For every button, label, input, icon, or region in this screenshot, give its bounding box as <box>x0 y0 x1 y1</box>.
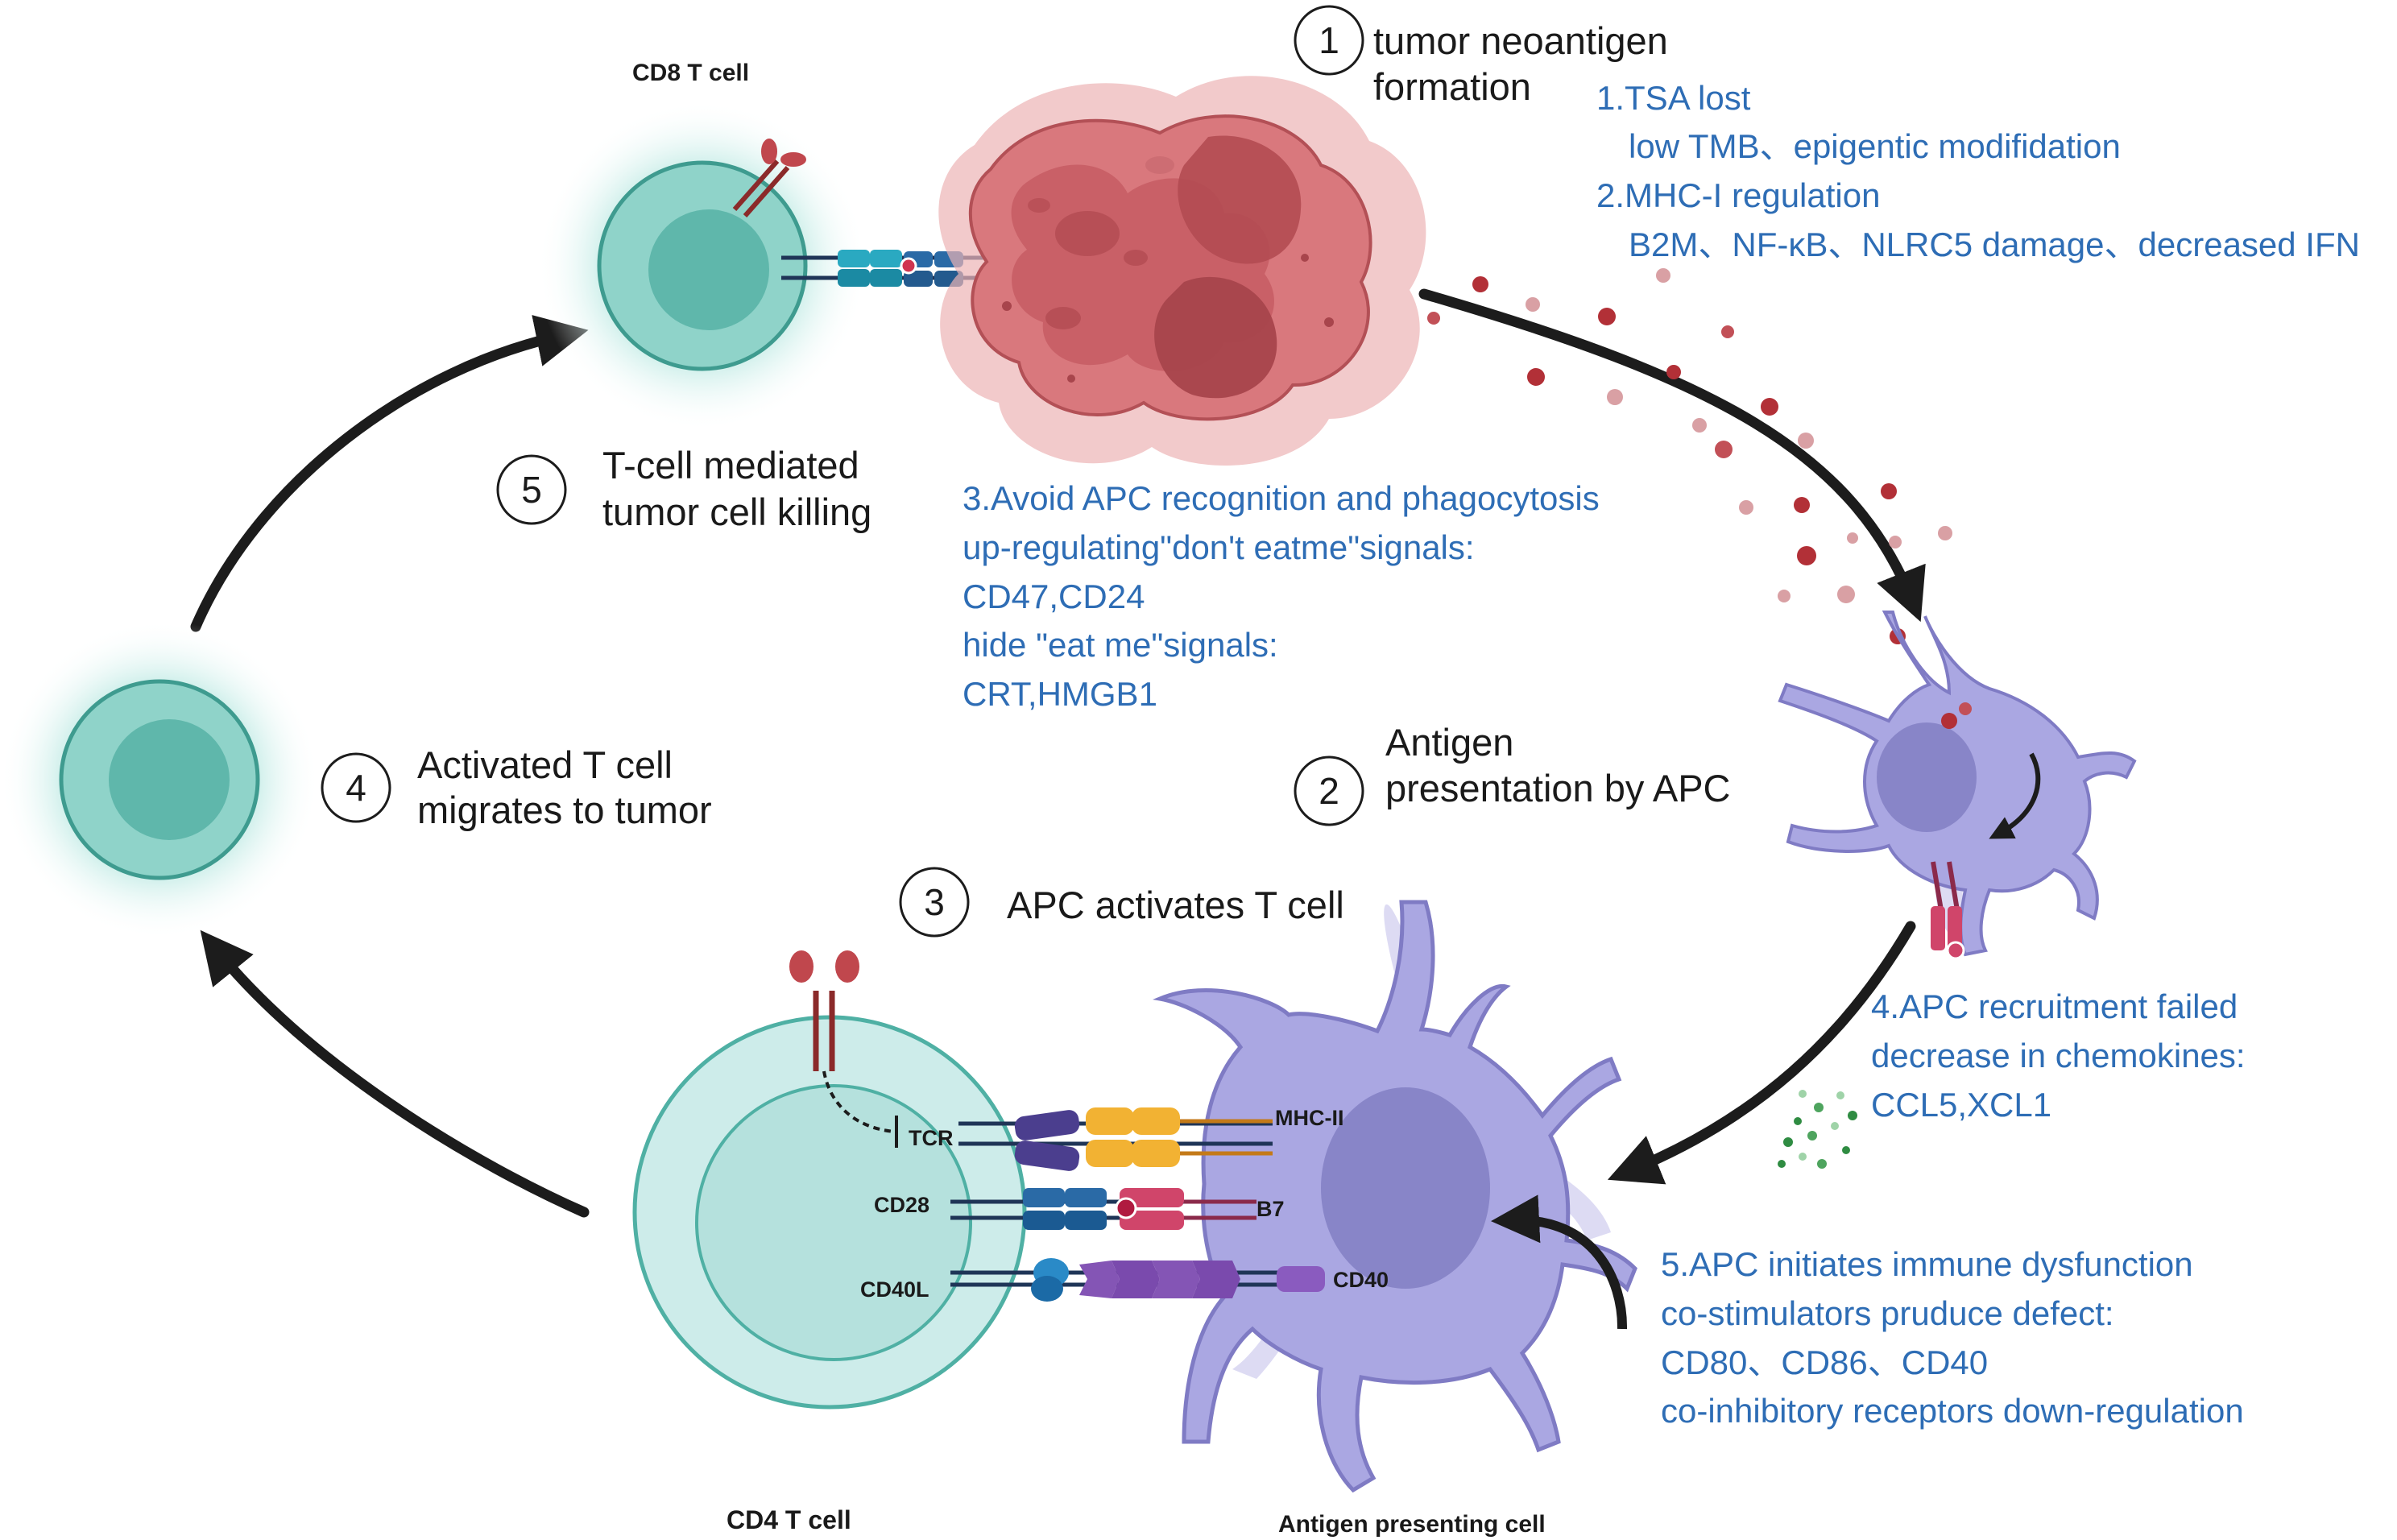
step-5-line2: tumor cell killing <box>602 491 871 533</box>
step-5-number: 5 <box>521 469 542 511</box>
step-4-number: 4 <box>346 767 366 809</box>
note-3-line-4: hide "eat me"signals: <box>963 626 1278 664</box>
note-1-line-1: 1.TSA lost <box>1596 79 1751 117</box>
cd8-t-cell-label: CD8 T cell <box>632 60 749 86</box>
cd28-label: CD28 <box>874 1193 929 1217</box>
step-2-line1: Antigen <box>1385 721 1513 764</box>
cd4-t-cell <box>632 950 1027 1410</box>
cd8-t-cell <box>537 101 999 431</box>
step-2-line2: presentation by APC <box>1385 767 1731 809</box>
step-3-line1: APC activates T cell <box>1007 884 1344 926</box>
arrow-apc-to-cd4 <box>1607 921 1916 1185</box>
note-1-line-2: low TMB、epigentic modifidation <box>1629 127 2121 165</box>
cd40-label: CD40 <box>1333 1268 1389 1292</box>
note-4-line-1: 4.APC recruitment failed <box>1871 987 2238 1025</box>
step-4-line2: migrates to tumor <box>417 789 712 831</box>
note-5-line-1: 5.APC initiates immune dysfunction <box>1661 1245 2193 1283</box>
chemokine-dots <box>1778 1090 1857 1169</box>
step-4-line1: Activated T cell <box>417 743 673 786</box>
activated-t-cell <box>0 620 319 939</box>
cd40l-label: CD40L <box>860 1277 929 1302</box>
step-3-number: 3 <box>924 881 945 923</box>
note-immune-dysfunction: 5.APC initiates immune dysfunction co-st… <box>1661 1245 2244 1430</box>
note-3-line-2: up-regulating"don't eatme"signals: <box>963 528 1475 566</box>
note-5-line-4: co-inhibitory receptors down-regulation <box>1661 1392 2244 1430</box>
note-3-line-5: CRT,HMGB1 <box>963 675 1157 713</box>
note-3-line-3: CD47,CD24 <box>963 578 1145 615</box>
step-3: 3 APC activates T cell <box>899 867 1344 938</box>
immune-synapse-molecules <box>950 1107 1325 1302</box>
antigen-presenting-cell <box>1153 900 1637 1493</box>
dendritic-cell-small <box>1778 611 2137 960</box>
step-2: 2 Antigen presentation by APC <box>1294 721 1731 826</box>
step-1: 1 tumor neoantigen formation <box>1294 5 1668 108</box>
cd4-t-cell-label: CD4 T cell <box>727 1505 851 1534</box>
step-5-line1: T-cell mediated <box>602 444 859 486</box>
arrow-tumor-to-apc <box>1418 288 1926 623</box>
apc-label: Antigen presenting cell <box>1278 1511 1546 1538</box>
note-4-line-3: CCL5,XCL1 <box>1871 1086 2051 1124</box>
note-5-line-3: CD80、CD86、CD40 <box>1661 1343 1988 1381</box>
step-1-line1: tumor neoantigen <box>1373 19 1668 62</box>
tcr-label: TCR <box>909 1126 954 1150</box>
note-3-line-1: 3.Avoid APC recognition and phagocytosis <box>963 479 1600 517</box>
step-1-number: 1 <box>1319 19 1339 61</box>
cycle-arrows <box>190 288 1926 1218</box>
step-5: 5 T-cell mediated tumor cell killing <box>496 444 871 533</box>
arrow-cd4-to-activated <box>200 929 590 1218</box>
note-1-line-3: 2.MHC-I regulation <box>1596 176 1880 214</box>
step-2-number: 2 <box>1319 770 1339 812</box>
mhc2-label: MHC-II <box>1275 1106 1343 1130</box>
step-1-line2: formation <box>1373 65 1531 108</box>
note-avoid-apc-recognition: 3.Avoid APC recognition and phagocytosis… <box>963 479 1600 713</box>
note-1-line-4: B2M、NF-κB、NLRC5 damage、decreased IFN <box>1629 226 2360 263</box>
step-4: 4 Activated T cell migrates to tumor <box>321 743 712 831</box>
note-neoantigen-loss: 1.TSA lost low TMB、epigentic modifidatio… <box>1596 79 2360 263</box>
tumor-cell-cluster <box>938 76 1426 466</box>
note-5-line-2: co-stimulators pruduce defect: <box>1661 1294 2114 1332</box>
note-apc-recruitment: 4.APC recruitment failed decrease in che… <box>1871 987 2246 1124</box>
b7-label: B7 <box>1256 1197 1285 1221</box>
note-4-line-2: decrease in chemokines: <box>1871 1037 2246 1074</box>
arrow-activated-to-cd8 <box>190 315 589 632</box>
